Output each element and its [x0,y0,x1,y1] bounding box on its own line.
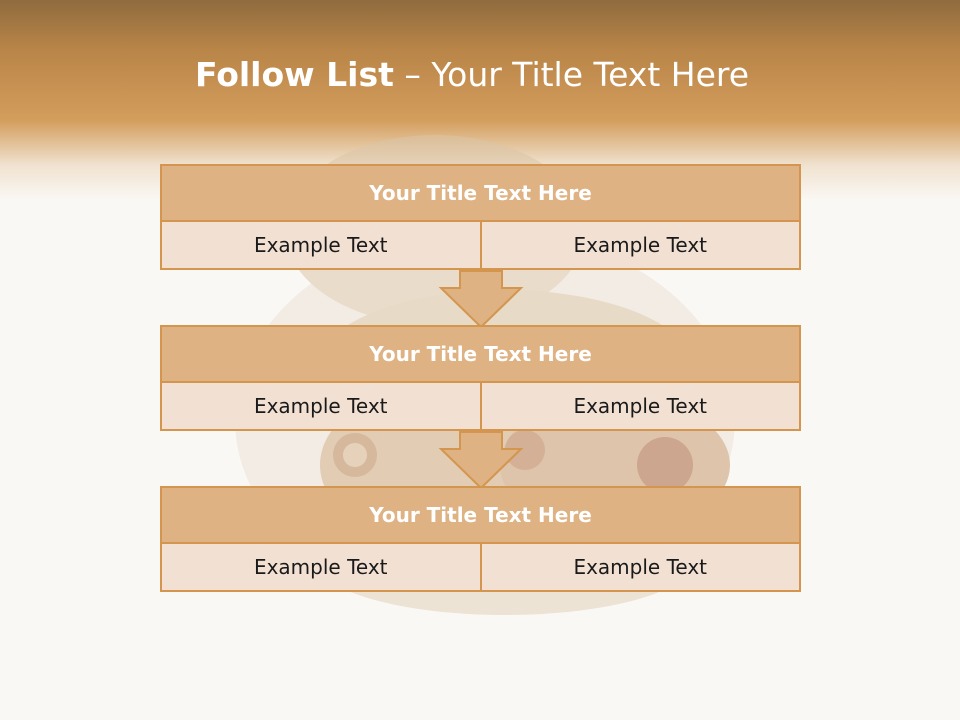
step-box-3: Your Title Text Here Example Text Exampl… [160,486,801,592]
slide-title-rest: – Your Title Text Here [393,55,750,94]
step-row: Example Text Example Text [162,383,799,429]
arrow-down-icon [438,270,524,328]
slide-title-bold: Follow List [194,55,394,94]
step-box-1: Your Title Text Here Example Text Exampl… [160,164,801,270]
step-title: Your Title Text Here [162,327,799,383]
step-title: Your Title Text Here [162,488,799,544]
arrow-down-icon [438,431,524,489]
step-cell-left: Example Text [253,555,388,579]
step-cell-left: Example Text [253,394,388,418]
slide-title: Follow List – Your Title Text Here [0,52,944,98]
step-box-2: Your Title Text Here Example Text Exampl… [160,325,801,431]
step-cell-right: Example Text [479,544,800,590]
step-cell-left: Example Text [253,233,388,257]
step-row: Example Text Example Text [162,222,799,268]
step-row: Example Text Example Text [162,544,799,590]
step-cell-right: Example Text [479,222,800,268]
step-title: Your Title Text Here [162,166,799,222]
step-cell-right: Example Text [479,383,800,429]
